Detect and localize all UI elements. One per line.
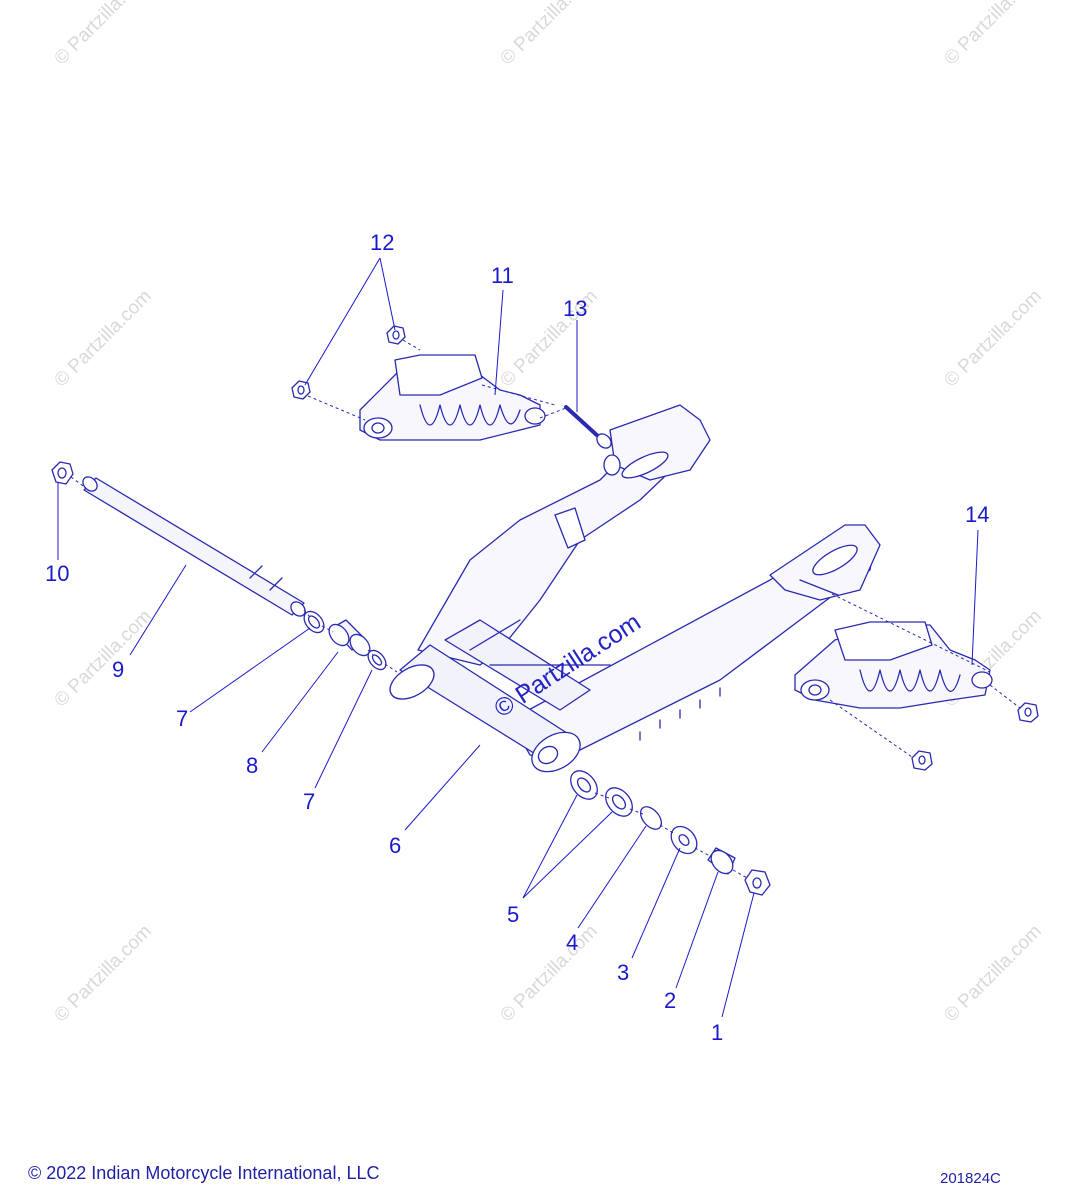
- callout-label: 11: [491, 263, 514, 288]
- bearing: [605, 787, 633, 817]
- spacer-sleeve: [707, 847, 736, 875]
- pivot-shaft: [82, 476, 306, 617]
- spacer-washer: [303, 610, 325, 634]
- callout-label: 7: [303, 789, 316, 814]
- callout-label: 8: [246, 753, 259, 778]
- callout-label: 7: [176, 706, 189, 731]
- shock-mount-bolt: [564, 405, 612, 449]
- axle-nut: [744, 869, 771, 896]
- callout-label: 2: [664, 988, 677, 1013]
- washer: [670, 825, 698, 855]
- callout-label: 6: [389, 833, 402, 858]
- bearing: [570, 770, 598, 800]
- shock-mount-nut: [911, 750, 933, 771]
- callout-label: 1: [711, 1020, 724, 1045]
- callout-label: 9: [112, 657, 125, 682]
- figure-code: 201824C: [940, 1170, 1001, 1187]
- copyright-notice: © 2022 Indian Motorcycle International, …: [28, 1163, 380, 1183]
- callout-label: 10: [45, 561, 70, 586]
- pivot-bushing: [328, 619, 371, 657]
- shock-mount-nut: [291, 380, 311, 400]
- swingarm: [389, 404, 881, 773]
- callout-label: 5: [507, 902, 520, 927]
- right-rear-shock: [794, 621, 993, 709]
- callout-label: 13: [563, 296, 588, 321]
- shock-mount-nut: [1017, 702, 1039, 723]
- shaft-nut: [51, 461, 74, 485]
- callout-label: 12: [370, 230, 395, 255]
- callout-label: 14: [965, 502, 990, 527]
- snap-ring: [639, 806, 663, 830]
- shock-mount-nut: [386, 325, 406, 345]
- callout-label: 3: [617, 960, 630, 985]
- left-rear-shock: [359, 354, 546, 441]
- callout-label: 4: [566, 930, 579, 955]
